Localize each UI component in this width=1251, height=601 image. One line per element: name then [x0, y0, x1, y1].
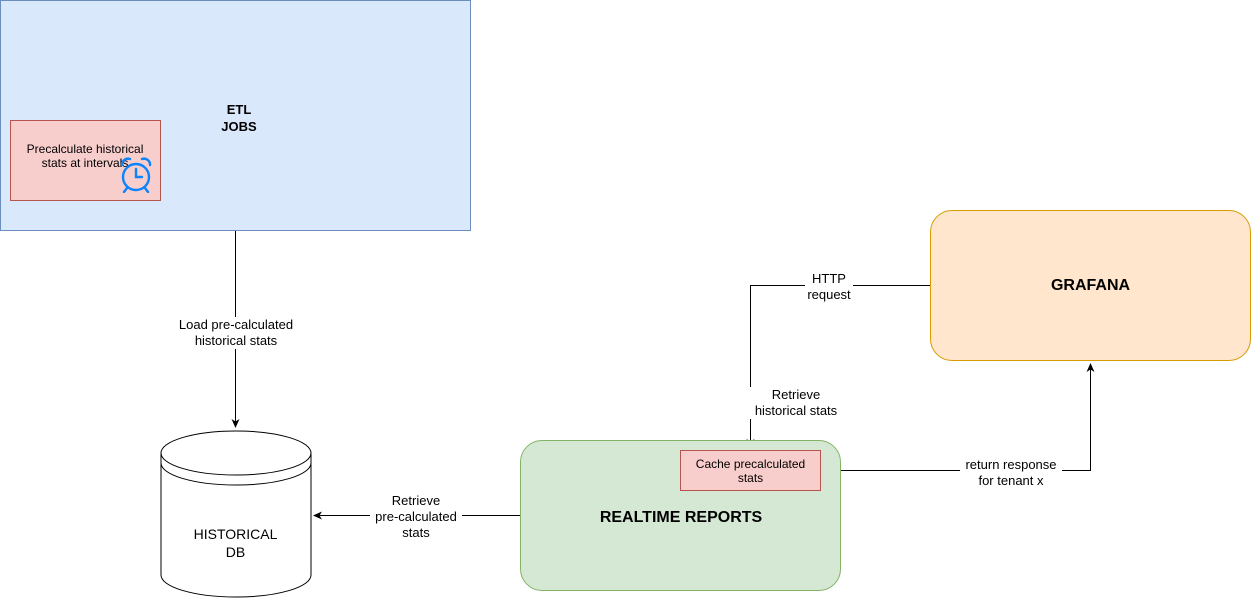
edge-label-retrieve-precalculated-line1: Retrieve: [391, 493, 441, 508]
historical-db-cylinder[interactable]: [159, 429, 313, 599]
edge-label-http-line2: request: [807, 287, 851, 302]
precalculate-box[interactable]: Precalculate historical stats at interva…: [10, 120, 161, 201]
edge-label-http: HTTP request: [805, 271, 853, 303]
edge-grafana-to-cache: [746, 285, 930, 448]
edge-label-retrieve-precalculated-line3: stats: [402, 525, 430, 540]
cache-stats-text: Cache precalculated stats: [695, 456, 806, 485]
edge-label-return-response: return response for tenant x: [960, 457, 1062, 489]
realtime-reports-title: REALTIME REPORTS: [599, 509, 763, 526]
edge-cache-to-grafana: [821, 363, 1095, 471]
grafana-title: GRAFANA: [1050, 276, 1131, 294]
edge-label-load-line2: historical stats: [194, 333, 278, 348]
edge-label-return-response-line2: for tenant x: [978, 473, 1044, 488]
edge-label-retrieve-historical: Retrieve historical stats: [750, 387, 842, 419]
edge-label-retrieve-historical-line2: historical stats: [754, 403, 838, 418]
db-label-line2: DB: [225, 544, 246, 560]
etl-title-line2: JOBS: [221, 119, 257, 134]
alarm-clock-icon: [120, 157, 152, 193]
etl-title-line1: ETL: [226, 102, 252, 117]
edge-label-retrieve-precalculated: Retrieve pre-calculated stats: [370, 493, 462, 541]
precalculate-text: Precalculate historical stats at interva…: [26, 142, 144, 170]
grafana-box[interactable]: GRAFANA: [930, 210, 1251, 361]
edge-label-retrieve-precalculated-line2: pre-calculated: [375, 509, 457, 524]
edge-label-load-line1: Load pre-calculated: [178, 317, 294, 332]
edge-label-load: Load pre-calculated historical stats: [170, 317, 302, 349]
historical-db-label: HISTORICAL DB: [160, 525, 311, 561]
etl-jobs-title: ETL JOBS: [202, 101, 276, 135]
db-label-line1: HISTORICAL: [193, 526, 278, 542]
edge-label-retrieve-historical-line1: Retrieve: [771, 387, 821, 402]
edge-label-http-line1: HTTP: [812, 271, 846, 286]
cache-stats-box[interactable]: Cache precalculated stats: [680, 450, 821, 491]
edge-label-return-response-line1: return response: [965, 457, 1057, 472]
